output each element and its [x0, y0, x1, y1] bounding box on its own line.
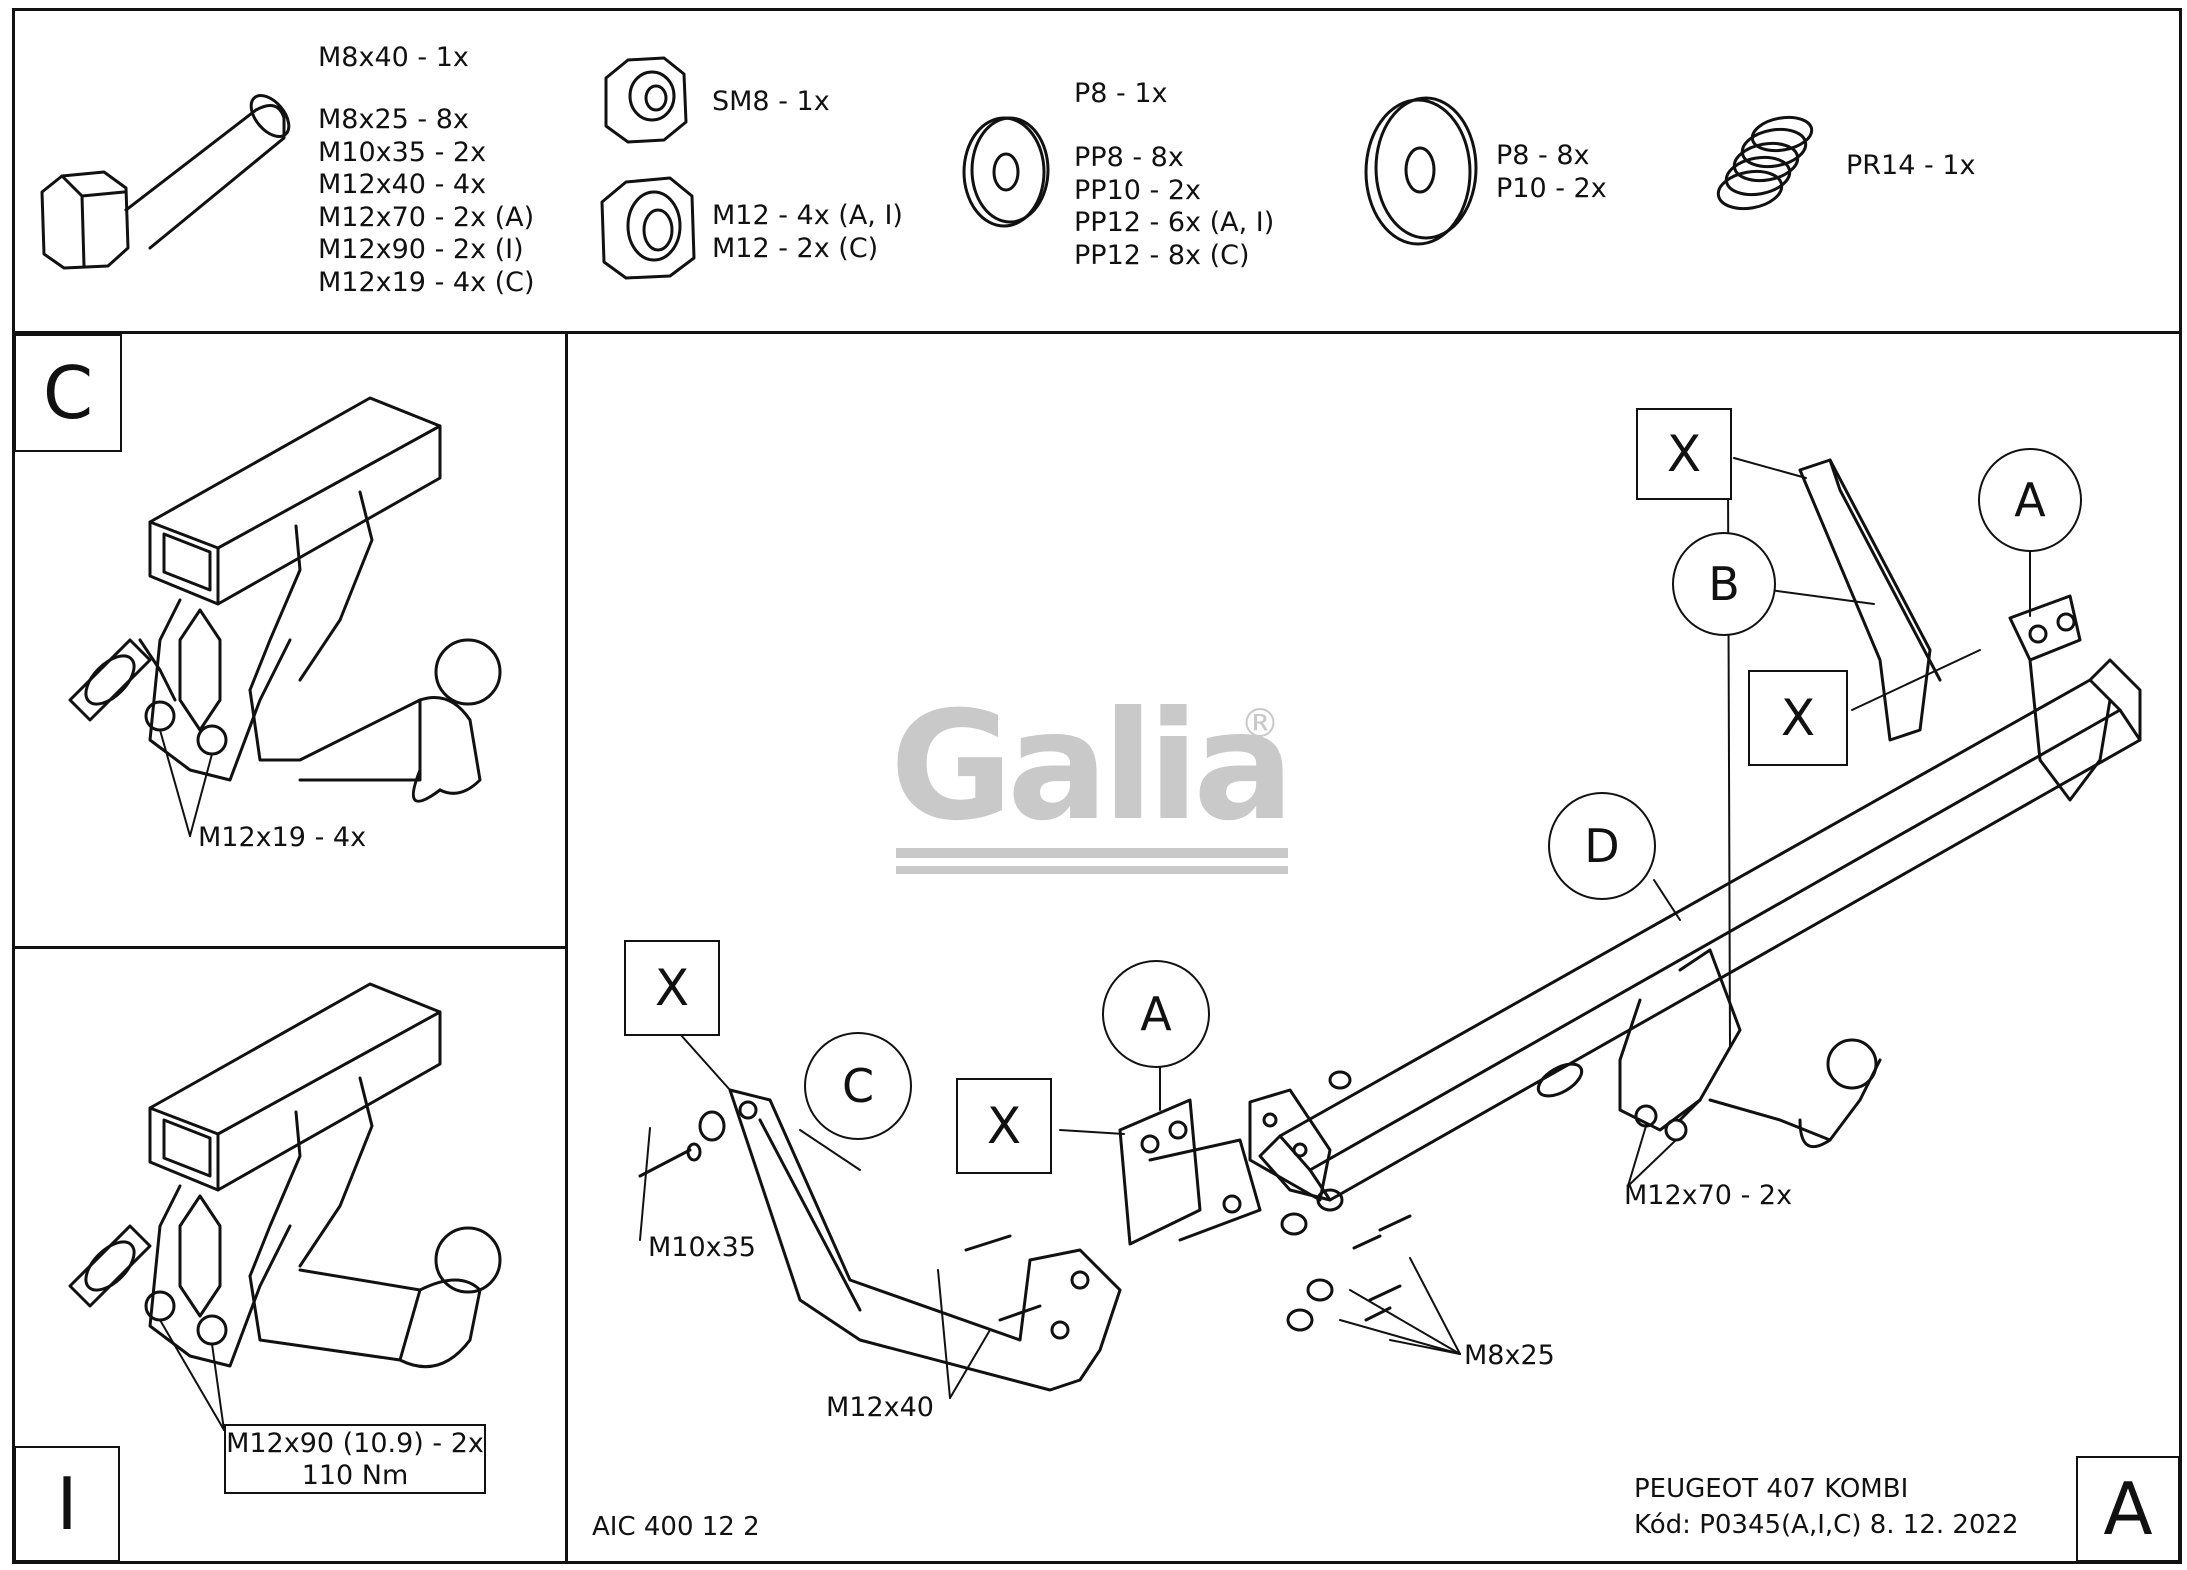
spring-icon: [1716, 115, 1814, 211]
washer-p8-label: P8 - 1x: [1074, 78, 1168, 109]
callout-d: D: [1548, 792, 1656, 900]
bolt-item: M12x70 - 2x (A): [318, 201, 535, 233]
arm-b: [1798, 458, 1942, 742]
crossbar-d: [1258, 658, 2142, 1202]
nut-item: M12 - 2x (C): [712, 232, 879, 264]
main-corner-letter: A: [2076, 1456, 2180, 1562]
drawing-code: AIC 400 12 2: [592, 1512, 760, 1542]
torque-line: M12x90 (10.9) - 2x: [226, 1428, 484, 1459]
product-code-date: Kód: P0345(A,I,C) 8. 12. 2022: [1634, 1510, 2019, 1540]
washer-item: P10 - 2x: [1496, 172, 1607, 204]
arm-c: [728, 1088, 1122, 1392]
bolt-list: M8x25 - 8x M10x35 - 2x M12x40 - 4x M12x7…: [318, 104, 535, 299]
torque-value: 110 Nm: [301, 1460, 409, 1491]
callout-c: C: [804, 1032, 912, 1140]
washer-item: PP12 - 8x (C): [1074, 239, 1250, 271]
bolt-item: M12x90 - 2x (I): [318, 234, 524, 265]
spring-label: PR14 - 1x: [1846, 150, 1976, 181]
self-lock-nut-label: SM8 - 1x: [712, 86, 830, 117]
nut-item: M12 - 4x (A, I): [712, 200, 903, 231]
washer-item: PP12 - 6x (A, I): [1074, 207, 1275, 238]
bolt-item: M12x40 - 4x: [318, 169, 487, 200]
callout-x-right: X: [1748, 670, 1848, 766]
bracket-right: [2008, 594, 2112, 802]
torque-box: M12x90 (10.9) - 2x 110 Nm: [224, 1424, 486, 1494]
hex-nut-icon: [600, 176, 696, 280]
bolt-icon: [40, 94, 291, 270]
panel-i-letter: I: [14, 1446, 120, 1562]
self-lock-nut-icon: [604, 56, 688, 144]
bolt-item: M10x35 - 2x: [318, 136, 487, 168]
callout-x-mid: X: [956, 1078, 1052, 1174]
label-m8x25: M8x25: [1464, 1340, 1555, 1371]
panel-i-frame: [12, 946, 568, 1564]
label-m12x40: M12x40: [826, 1392, 934, 1423]
nut-list: M12 - 4x (A, I) M12 - 2x (C): [712, 200, 903, 265]
callout-x-top: X: [1636, 408, 1732, 500]
ball-hitch-main: [1536, 948, 1882, 1149]
bolt-item: M12x19 - 4x (C): [318, 266, 535, 298]
callout-leaders: [679, 457, 2031, 1171]
panel-c-letter: C: [14, 334, 122, 452]
galia-logo: Galia: [890, 680, 1294, 854]
label-m12x70: M12x70 - 2x: [1624, 1180, 1793, 1211]
small-washer-icon: [962, 116, 1050, 228]
bolt-item: M8x25 - 8x: [318, 104, 469, 135]
panel-c-bolt-label: M12x19 - 4x: [198, 822, 367, 853]
small-washer-list: PP8 - 8x PP10 - 2x PP12 - 6x (A, I) PP12…: [1074, 142, 1274, 272]
washer-item: PP10 - 2x: [1074, 174, 1201, 206]
parts-header-frame: [12, 8, 2182, 334]
large-washer-list: P8 - 8x P10 - 2x: [1496, 140, 1607, 205]
label-m10x35: M10x35: [648, 1232, 756, 1263]
panel-i-assembly: [68, 982, 502, 1369]
logo-underline: [896, 848, 1288, 874]
callout-b: B: [1672, 532, 1776, 636]
main-leader-lines: [639, 479, 1731, 1399]
panel-c-leader-lines: [159, 729, 213, 837]
washer-item: P8 - 8x: [1496, 140, 1590, 171]
bracket-left: [1118, 1098, 1262, 1246]
end-plate: [1248, 1088, 1332, 1202]
registered-mark: ®: [1240, 701, 1280, 747]
main-hardware: [638, 1070, 1412, 1332]
panel-c-assembly: [68, 396, 502, 803]
panel-i-leader-lines: [159, 1319, 225, 1431]
vehicle-name: PEUGEOT 407 KOMBI: [1634, 1474, 1909, 1504]
bolt-m8x40-label: M8x40 - 1x: [318, 42, 469, 73]
callout-a-left: A: [1102, 960, 1210, 1068]
washer-item: PP8 - 8x: [1074, 142, 1184, 173]
large-washer-icon: [1364, 96, 1478, 246]
callout-a-right: A: [1978, 448, 2082, 552]
callout-x-left: X: [624, 940, 720, 1036]
